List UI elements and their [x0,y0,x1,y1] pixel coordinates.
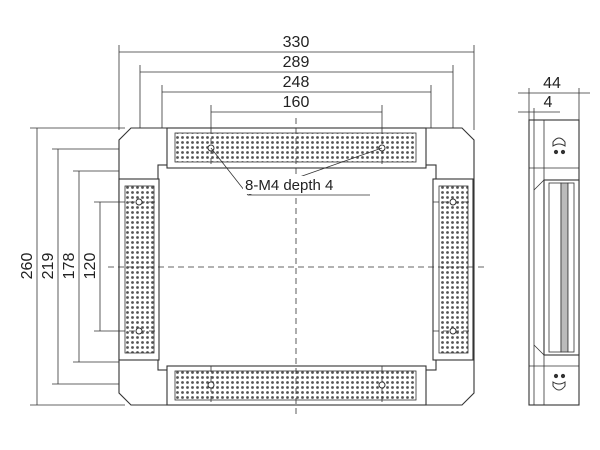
m4-holes [135,144,457,389]
side-view: 44 4 [518,75,590,406]
dim-side-offset: 4 [544,94,553,111]
dim-width-2: 289 [283,54,310,71]
dim-height-3: 178 [61,253,78,280]
hole-note: 8-M4 depth 4 [245,177,333,194]
dim-height-holes: 120 [82,253,99,280]
dim-width-holes: 160 [283,94,310,111]
dim-side-depth: 44 [543,75,561,92]
front-view: 8-M4 depth 4 [108,118,484,415]
side-handle-icon-bottom [552,373,566,391]
dim-height-outer: 260 [19,253,36,280]
bottom-strip-perforation [174,370,417,401]
width-dimensions: 330 289 248 160 [118,34,475,178]
side-handle-icon-top [552,137,566,155]
inner-panel [157,164,437,371]
dim-width-3: 248 [283,74,310,91]
right-strip-perforation [438,185,469,354]
left-strip-perforation [124,185,155,354]
dim-height-2: 219 [40,253,57,280]
top-strip-perforation [174,132,417,163]
dim-width-outer: 330 [283,34,310,51]
